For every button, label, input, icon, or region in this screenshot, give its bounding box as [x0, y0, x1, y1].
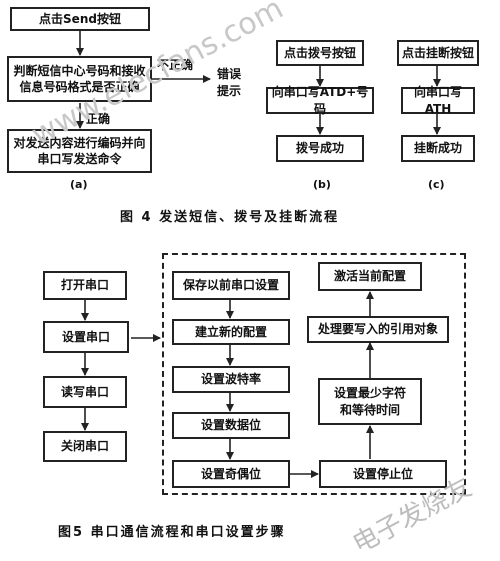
readwrite-port-label: 读写串口 — [60, 384, 109, 399]
min-chars-label: 设置最少字符 和等待时间 — [333, 386, 406, 417]
encode-step: 对发送内容进行编码并向 串口写发送命令 — [7, 129, 152, 173]
baud-rate-label: 设置波特率 — [200, 372, 261, 387]
baud-rate-step: 设置波特率 — [172, 366, 290, 393]
hangup-button-label: 点击挂断按钮 — [401, 45, 474, 60]
subfigure-c-label: (c) — [428, 178, 445, 191]
new-config-step: 建立新的配置 — [172, 319, 290, 345]
stop-bits-label: 设置停止位 — [352, 466, 413, 481]
handle-ref-step: 处理要写入的引用对象 — [307, 316, 449, 343]
save-settings-step: 保存以前串口设置 — [172, 271, 290, 300]
open-port-label: 打开串口 — [60, 278, 109, 293]
activate-config-label: 激活当前配置 — [333, 269, 406, 284]
subfigure-a-label: (a) — [70, 178, 88, 191]
hangup-success-label: 挂断成功 — [413, 141, 462, 156]
stop-bits-step: 设置停止位 — [319, 460, 447, 488]
close-port-step: 关闭串口 — [43, 431, 127, 462]
save-settings-label: 保存以前串口设置 — [182, 278, 279, 293]
write-atd-step: 向串口写ATD+号码 — [266, 85, 374, 116]
dial-button-label: 点击拨号按钮 — [283, 45, 356, 60]
open-port-step: 打开串口 — [43, 271, 127, 300]
dial-button-step: 点击拨号按钮 — [276, 40, 364, 66]
error-hint-label: 错误 提示 — [217, 67, 242, 98]
figure-5-caption: 图5 串口通信流程和串口设置步骤 — [58, 525, 286, 540]
dial-success-step: 拨号成功 — [276, 135, 364, 162]
connector-layer — [76, 30, 441, 478]
send-button-label: 点击Send按钮 — [39, 11, 121, 26]
write-atd-label: 向串口写ATD+号码 — [271, 85, 369, 116]
write-ath-label: 向串口写ATH — [413, 85, 462, 116]
hangup-button-step: 点击挂断按钮 — [397, 40, 479, 66]
encode-label: 对发送内容进行编码并向 串口写发送命令 — [13, 135, 146, 166]
activate-config-step: 激活当前配置 — [318, 262, 422, 291]
incorrect-label: 不正确 — [157, 58, 194, 72]
check-format-label: 判断短信中心号码和接收 信息号码格式是否正确 — [13, 63, 146, 94]
correct-label: 正确 — [86, 112, 111, 126]
check-format-step: 判断短信中心号码和接收 信息号码格式是否正确 — [7, 56, 152, 102]
write-ath-step: 向串口写ATH — [401, 85, 475, 116]
serial-setup-frame — [162, 253, 466, 495]
setup-port-label: 设置串口 — [61, 329, 110, 344]
hangup-success-step: 挂断成功 — [401, 135, 475, 162]
subfigure-b-label: (b) — [313, 178, 331, 191]
parity-step: 设置奇偶位 — [172, 460, 290, 488]
dial-success-label: 拨号成功 — [295, 141, 344, 156]
setup-port-step: 设置串口 — [43, 321, 129, 353]
new-config-label: 建立新的配置 — [194, 324, 267, 339]
handle-ref-label: 处理要写入的引用对象 — [317, 322, 438, 337]
send-button-step: 点击Send按钮 — [10, 7, 150, 31]
parity-label: 设置奇偶位 — [200, 466, 261, 481]
data-bits-label: 设置数据位 — [200, 418, 261, 433]
figure-4-caption: 图 4 发送短信、拨号及挂断流程 — [120, 210, 340, 225]
data-bits-step: 设置数据位 — [172, 412, 290, 439]
readwrite-port-step: 读写串口 — [43, 376, 127, 408]
close-port-label: 关闭串口 — [60, 439, 109, 454]
min-chars-step: 设置最少字符 和等待时间 — [318, 378, 422, 425]
